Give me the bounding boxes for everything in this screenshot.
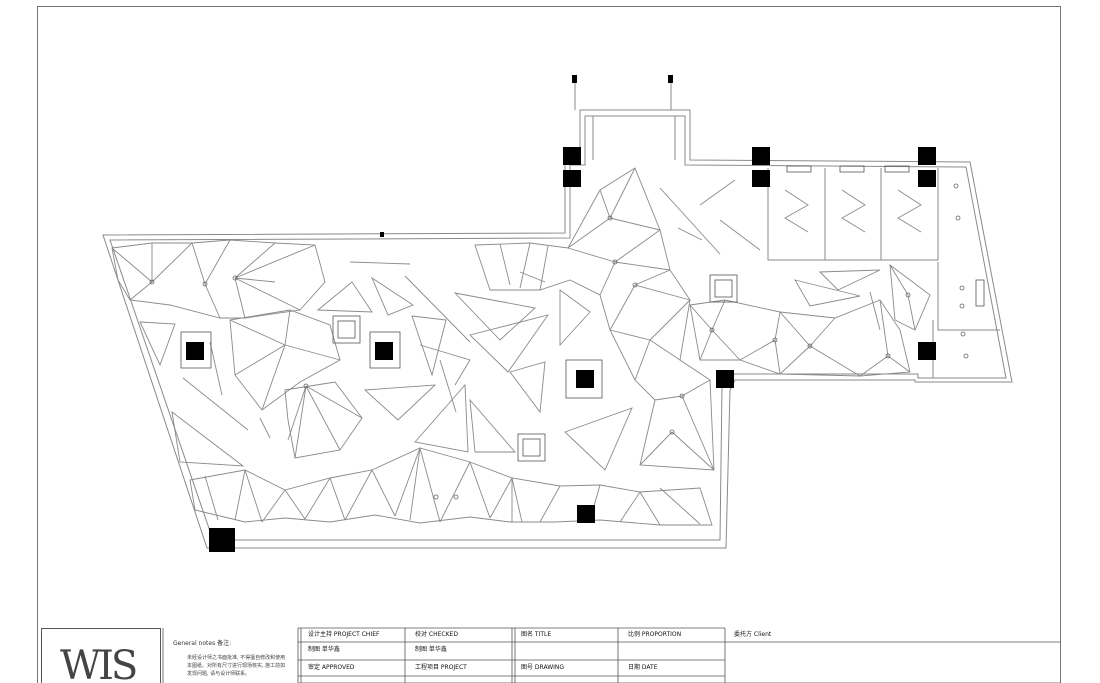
- project-label: 工程项目 PROJECT: [415, 664, 467, 671]
- ceiling-facets: [111, 167, 931, 526]
- approved-label: 审定 APPROVED: [308, 664, 355, 671]
- drawing-number-label: 图号 DRAWING: [521, 664, 565, 671]
- logo-panel: WIS: [41, 628, 161, 683]
- air-vents: [180, 165, 985, 462]
- remarks-body: 未经设计师之书面批准, 不得擅自修改和使用本图纸。对所有尺寸进行现场核实, 施工…: [187, 655, 286, 677]
- drawn-by-label: 制图 单华鑫: [308, 646, 340, 653]
- design-lead-label: 设计主持 PROJECT CHIEF: [308, 631, 380, 638]
- proportion-label: 比例 PROPORTION: [628, 631, 682, 638]
- firm-logo: WIS: [60, 643, 138, 683]
- client-label: 委托方 Client: [734, 631, 772, 638]
- downlights: [149, 183, 969, 500]
- title-block-grid: [162, 627, 1061, 683]
- checked-label: 校对 CHECKED: [415, 631, 458, 638]
- checked-name: 制图 单华鑫: [415, 646, 447, 653]
- remarks-title: General notes 备注:: [173, 640, 232, 647]
- structural-columns: [186, 75, 936, 552]
- title-label: 图名 TITLE: [521, 631, 552, 638]
- date-label: 日期 DATE: [628, 664, 658, 671]
- remarks-panel: General notes 备注: 未经设计师之书面批准, 不得擅自修改和使用本…: [163, 628, 298, 683]
- sheet-border: [37, 6, 1061, 683]
